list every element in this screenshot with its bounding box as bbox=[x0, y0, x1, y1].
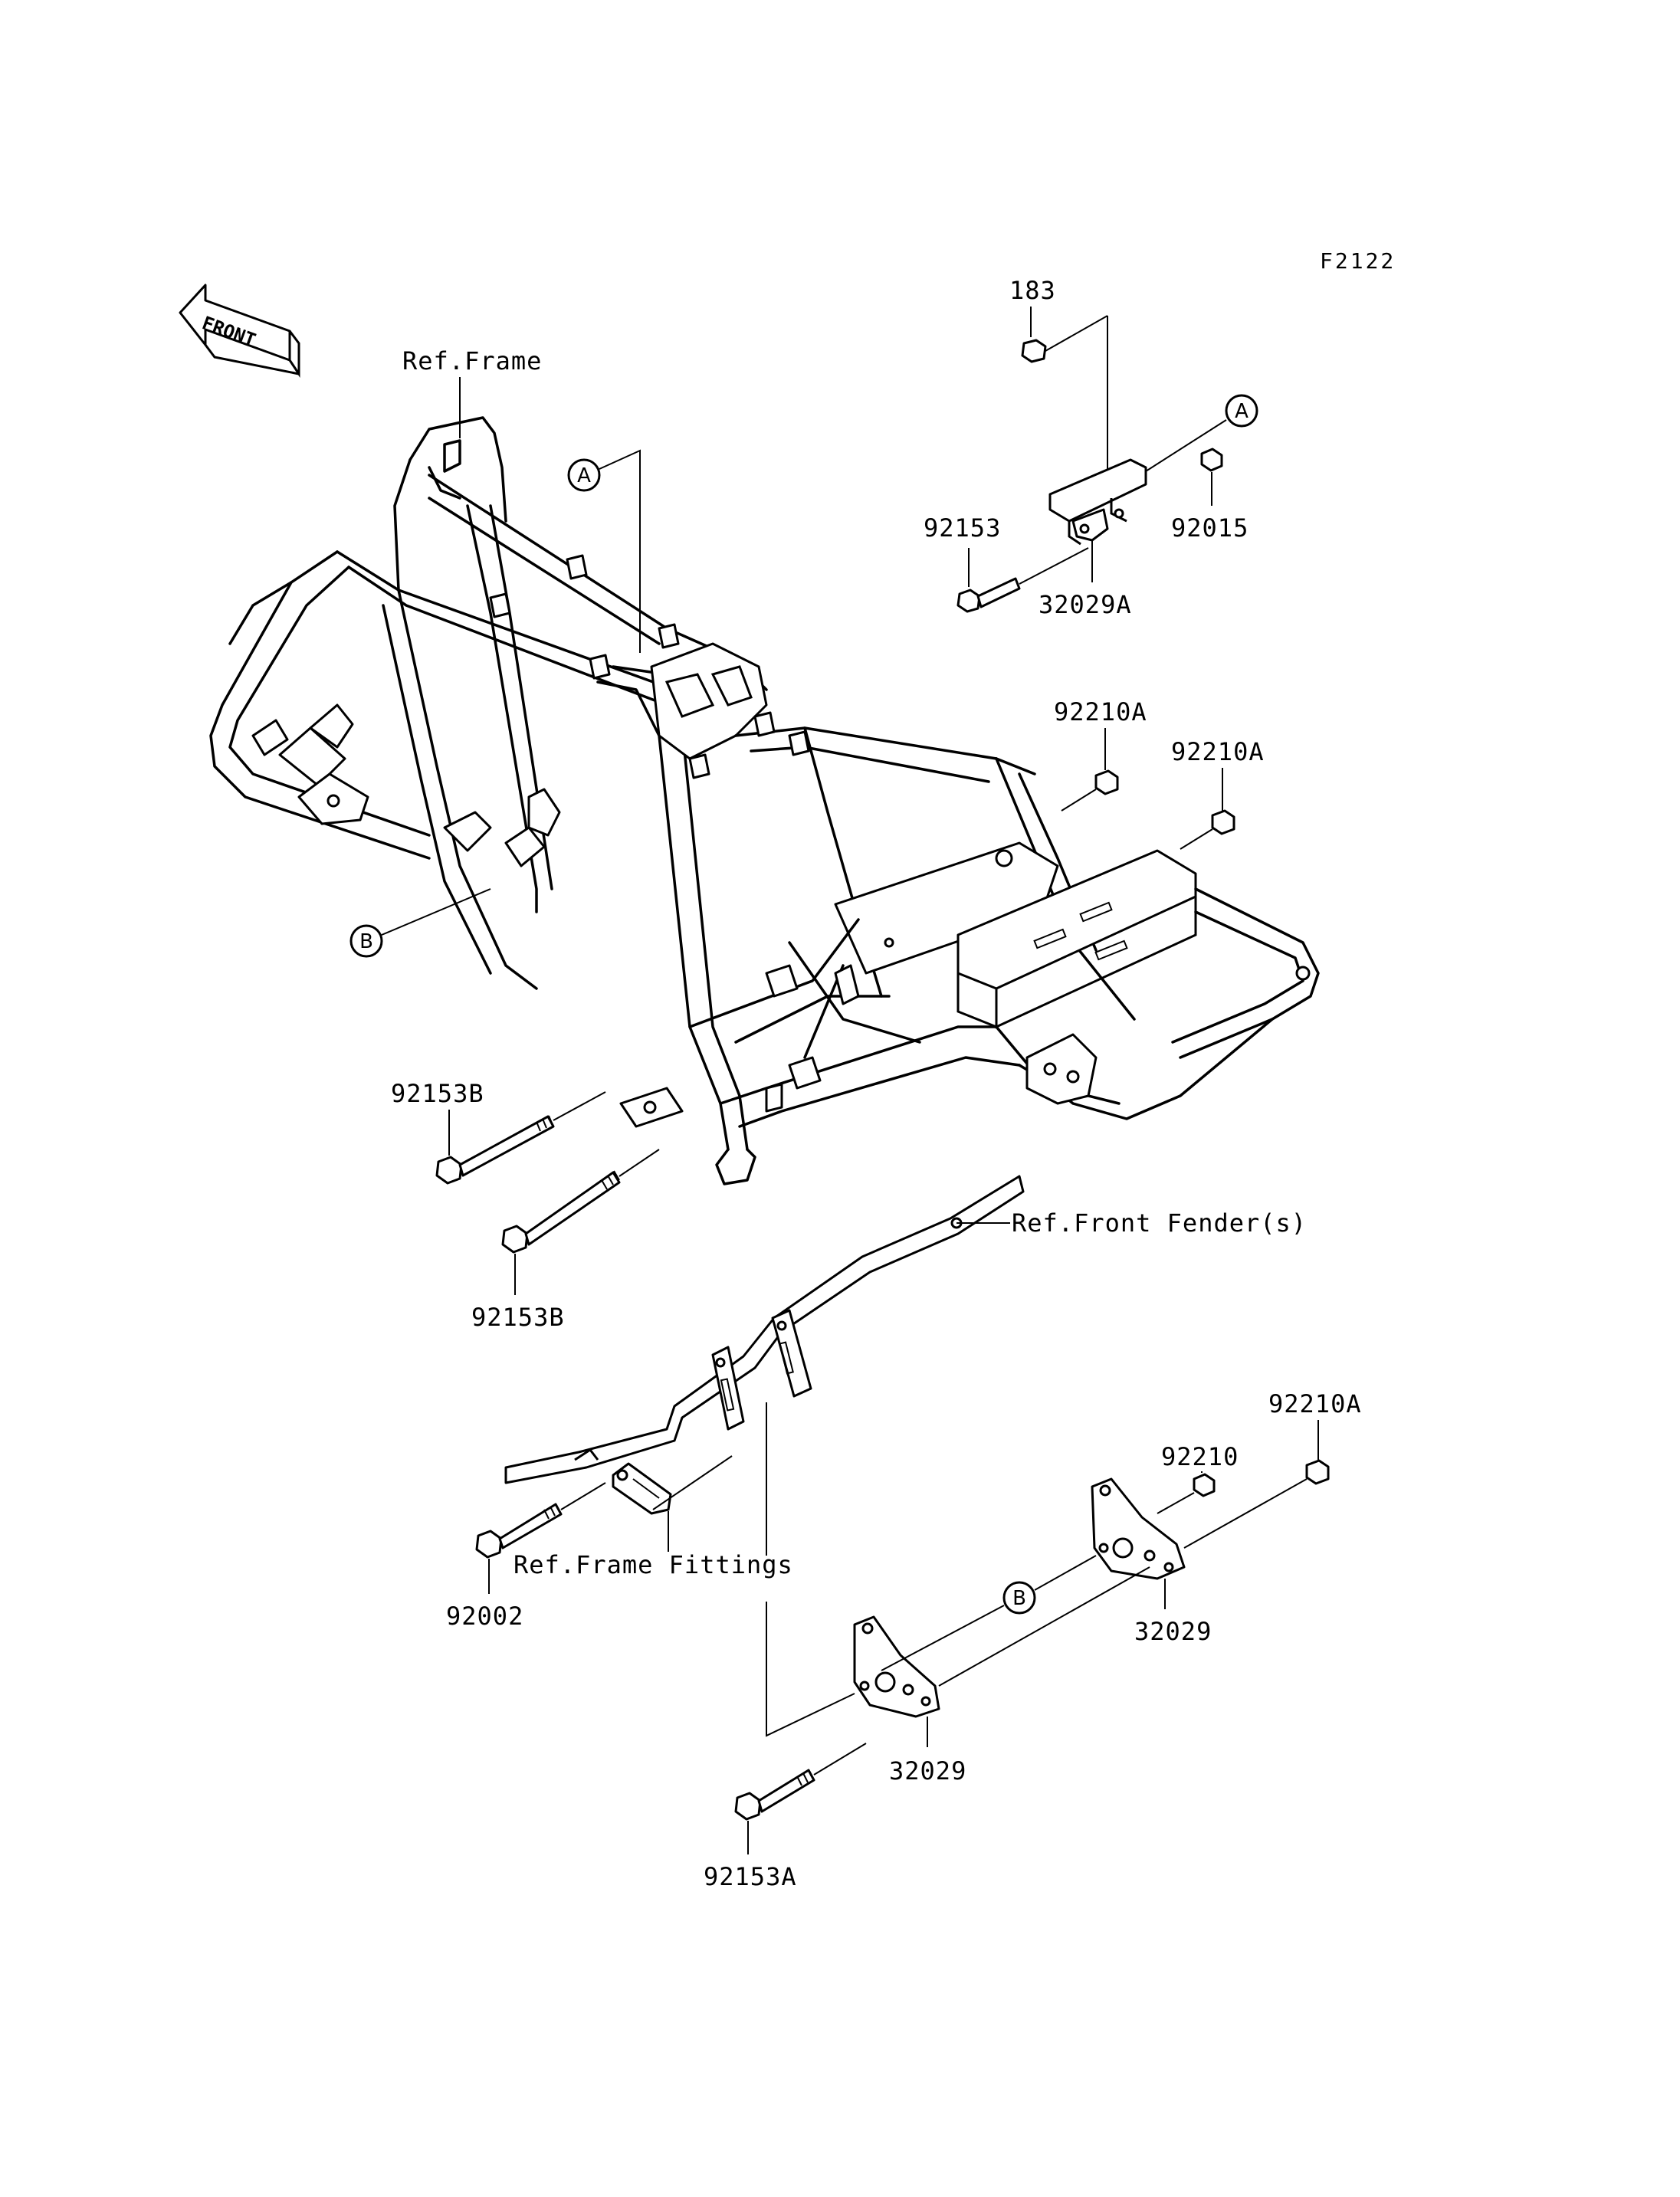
part-92015: 92015 bbox=[1171, 513, 1249, 543]
callout-a-frame bbox=[567, 458, 601, 492]
ref-frame-label: Ref.Frame bbox=[402, 346, 542, 375]
part-92153: 92153 bbox=[924, 513, 1001, 543]
front-arrow-icon: FRONT bbox=[179, 284, 300, 378]
bolt-92002-group: 92002 Ref.Frame Fittings bbox=[446, 1455, 793, 1631]
main-frame bbox=[209, 416, 1320, 1185]
ref-frame-fittings-label: Ref.Frame Fittings bbox=[514, 1550, 793, 1579]
nut-92210A-2-icon bbox=[1211, 809, 1235, 835]
part-92153A: 92153A bbox=[704, 1862, 797, 1891]
callout-b-plate-letter: B bbox=[1012, 1587, 1026, 1610]
nut-92015-icon bbox=[1200, 448, 1223, 472]
nut-92210A-1-icon bbox=[1094, 769, 1119, 795]
nut-92210-icon bbox=[1193, 1473, 1216, 1497]
part-92153B-2: 92153B bbox=[471, 1303, 565, 1332]
part-92153B-1: 92153B bbox=[391, 1079, 484, 1108]
plate-32029-2-icon bbox=[853, 1615, 940, 1718]
part-92002: 92002 bbox=[446, 1602, 523, 1631]
diagram-code: F2122 bbox=[1320, 248, 1396, 274]
callout-b-frame-letter: B bbox=[359, 930, 373, 953]
part-183: 183 bbox=[1009, 276, 1056, 305]
bracket-assembly: 183 A 92015 92153 32029A bbox=[924, 276, 1258, 619]
part-92210A-2: 92210A bbox=[1171, 737, 1265, 766]
bolt-92153A-icon bbox=[734, 1792, 762, 1821]
bolt-92153-icon bbox=[956, 589, 981, 613]
part-92210A-3: 92210A bbox=[1268, 1389, 1362, 1418]
fender-stay: Ref.Front Fender(s) bbox=[504, 1175, 1307, 1484]
part-92210A-1: 92210A bbox=[1054, 697, 1147, 726]
part-92210: 92210 bbox=[1161, 1442, 1239, 1471]
bolts-92153B: 92153B 92153B bbox=[391, 1079, 660, 1332]
callout-a-bracket bbox=[1225, 394, 1258, 428]
bracket-32029A-icon bbox=[1048, 458, 1147, 523]
callout-a-frame-letter: A bbox=[577, 464, 591, 487]
part-32029-2: 32029 bbox=[889, 1756, 966, 1785]
part-32029-1: 32029 bbox=[1134, 1617, 1212, 1646]
callout-b-frame bbox=[349, 924, 383, 958]
part-32029A: 32029A bbox=[1039, 590, 1132, 619]
callout-a-bracket-letter: A bbox=[1235, 400, 1249, 423]
plates-32029: 32029 32029 B 92210 92210A 92153A bbox=[704, 1389, 1362, 1891]
nut-92210A-3-icon bbox=[1305, 1459, 1330, 1485]
bolt-92002-icon bbox=[475, 1530, 503, 1559]
ref-front-fender-label: Ref.Front Fender(s) bbox=[1012, 1208, 1307, 1238]
callout-b-plate bbox=[1002, 1581, 1036, 1615]
bolt-183-icon bbox=[1021, 339, 1047, 363]
